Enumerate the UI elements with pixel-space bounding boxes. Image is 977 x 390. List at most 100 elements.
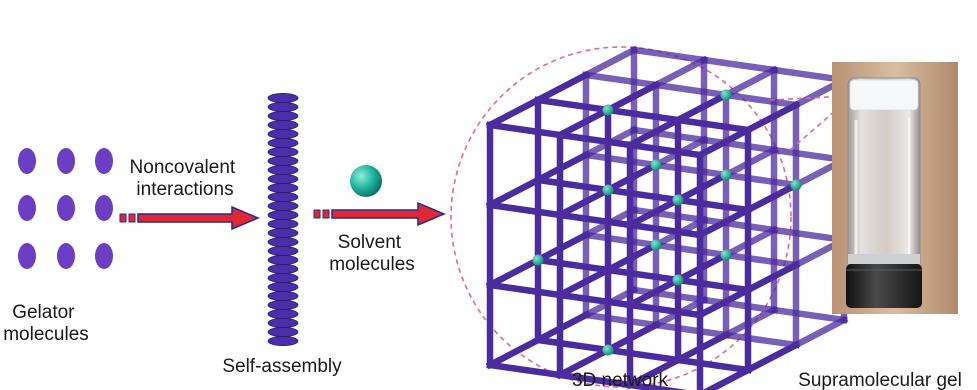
framework-bar: [604, 266, 682, 284]
trapped-solvent-molecule: [672, 194, 684, 206]
noncovalent-arrow: [119, 205, 260, 231]
framework-bar: [652, 81, 730, 99]
noncovalent-label: Noncovalent interactions: [130, 157, 241, 200]
framework-bar: [604, 346, 682, 364]
framework-bar: [673, 90, 731, 125]
gelator-molecule: [57, 195, 75, 221]
solvent-molecule-icon: [350, 165, 382, 197]
trapped-solvent-molecule: [672, 274, 684, 286]
gelator-label: Gelator molecules: [3, 302, 89, 345]
framework-bar: [534, 176, 612, 194]
framework-bar: [582, 311, 660, 329]
framework-bar: [721, 65, 779, 100]
framework-bar: [674, 356, 752, 374]
trapped-solvent-molecule: [650, 159, 662, 171]
framework-bar: [700, 296, 778, 314]
framework-bar: [486, 361, 564, 379]
framework-bar: [604, 106, 682, 124]
stacked-gelator-disc: [267, 93, 299, 104]
stacked-gelator-disc: [267, 102, 299, 113]
stacked-gelator-disc: [267, 317, 299, 328]
stacked-gelator-disc: [267, 128, 299, 139]
framework-bar: [625, 195, 683, 230]
stacked-gelator-disc: [267, 120, 299, 131]
framework-bar: [555, 105, 613, 140]
framework-bar: [630, 126, 708, 144]
framework-bar: [534, 256, 612, 274]
framework-bar: [651, 55, 709, 90]
framework-bar: [603, 80, 661, 115]
framework-bar: [556, 131, 634, 149]
framework-bar: [533, 70, 591, 105]
framework-bar: [582, 231, 660, 249]
stacked-gelator-disc: [267, 299, 299, 310]
framework-bar: [485, 175, 543, 210]
stacked-gelator-disc: [267, 281, 299, 292]
framework-bar: [702, 365, 753, 390]
gelator-molecule: [95, 195, 113, 221]
framework-bar: [485, 335, 543, 370]
framework-bar: [722, 171, 800, 189]
framework-bar: [722, 251, 800, 269]
framework-bar: [581, 45, 639, 80]
stacked-gelator-disc: [267, 209, 299, 220]
framework-bar: [486, 281, 564, 299]
framework-bar: [722, 331, 800, 349]
framework-bar: [555, 345, 613, 380]
stacked-gelator-disc: [267, 191, 299, 202]
stacked-gelator-disc: [267, 254, 299, 265]
framework-bar: [626, 141, 704, 159]
stacked-gelator-disc: [267, 137, 299, 148]
supramolecular-gel-vial-photo: [832, 62, 958, 314]
stacked-gelator-disc: [267, 245, 299, 256]
framework-bar: [743, 340, 801, 375]
self-assembly-label: Self-assembly: [222, 356, 342, 377]
framework-bar: [630, 206, 708, 224]
framework-bar: [485, 95, 543, 130]
framework-bar: [700, 136, 778, 154]
framework-bar: [674, 276, 752, 294]
framework-bar: [486, 121, 564, 139]
framework-bar: [534, 96, 612, 114]
stacked-gelator-disc: [267, 227, 299, 238]
trapped-solvent-molecule: [790, 179, 802, 191]
framework-bar: [722, 91, 800, 109]
gelator-molecule: [57, 148, 75, 174]
framework-bar: [700, 216, 778, 234]
framework-bar: [791, 315, 849, 350]
stacked-gelator-disc: [267, 200, 299, 211]
framework-bar: [652, 241, 730, 259]
stacked-gelator-disc: [267, 290, 299, 301]
framework-bar: [626, 381, 688, 390]
gelator-molecules: [18, 148, 113, 269]
framework-bar: [626, 221, 704, 239]
trapped-solvent-molecule: [602, 184, 614, 196]
framework-bar: [743, 260, 801, 295]
framework-bar: [700, 56, 778, 74]
framework-bar: [630, 286, 708, 304]
gelator-molecule: [18, 148, 36, 174]
stacked-gelator-disc: [267, 272, 299, 283]
framework-bar: [604, 186, 682, 204]
framework-bar: [695, 285, 753, 320]
framework-bar: [534, 336, 612, 354]
stacked-gelator-disc: [267, 146, 299, 157]
framework-bar: [695, 205, 753, 240]
stacked-gelator-disc: [267, 326, 299, 337]
framework-bar: [582, 151, 660, 169]
framework-bar: [625, 275, 683, 310]
framework-bar: [743, 100, 801, 135]
gelator-molecule: [18, 243, 36, 269]
solvent-label: Solvent molecules: [329, 232, 415, 275]
framework-bar: [630, 46, 708, 64]
network-highlight-circle: [450, 46, 792, 388]
gelator-molecule: [95, 148, 113, 174]
framework-bar: [556, 211, 634, 229]
trapped-solvent-molecule: [602, 104, 614, 116]
trapped-solvent-molecule: [532, 254, 544, 266]
framework-bar: [652, 161, 730, 179]
framework-bar: [674, 196, 752, 214]
framework-bar: [674, 116, 752, 134]
supramolecular-gel-label: Supramolecular gel: [798, 370, 962, 390]
